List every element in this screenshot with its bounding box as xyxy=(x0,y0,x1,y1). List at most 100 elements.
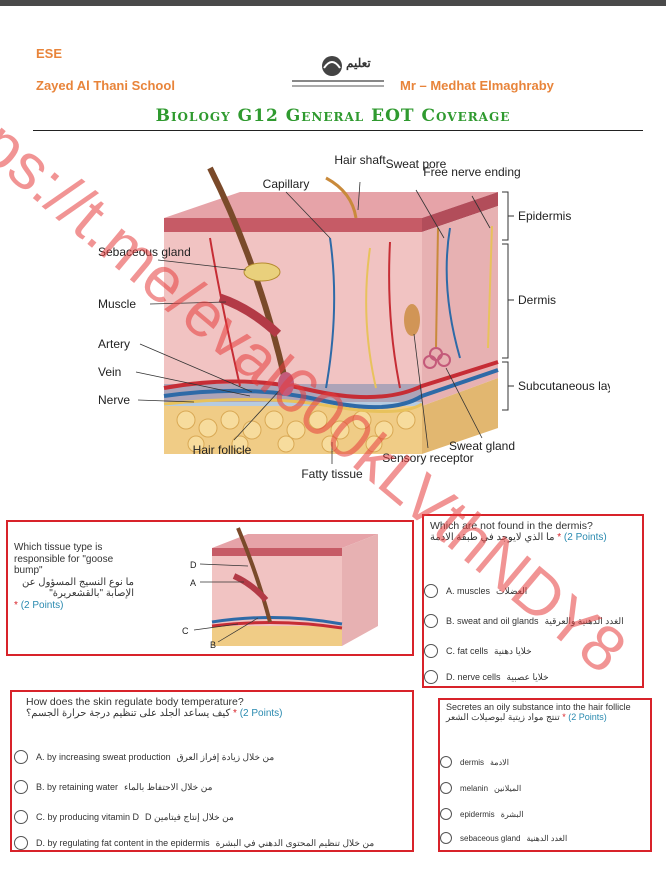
question-points: (2 Points) xyxy=(239,708,283,720)
option-b[interactable]: B. by retaining water من خلال الاحتفاظ ب… xyxy=(14,780,212,794)
diagram-letter-d: D xyxy=(190,560,197,570)
option-label-en: sebaceous gland xyxy=(460,833,521,843)
option-dermis[interactable]: dermis الادمة xyxy=(440,756,509,768)
option-label-ar: الغدد الدهنية xyxy=(526,833,568,843)
question-text-en: Which tissue type is responsible for "go… xyxy=(14,542,114,576)
question-text: Secretes an oily substance into the hair… xyxy=(446,702,646,723)
option-label-ar: من خلال الاحتفاظ بالماء xyxy=(124,781,213,792)
radio-button[interactable] xyxy=(440,782,452,794)
logo-text: تعليم xyxy=(346,56,371,70)
label-fatty-tissue: Fatty tissue xyxy=(301,467,363,481)
question-points: (2 Points) xyxy=(20,599,64,611)
question-text-ar: تنتج مواد زيتية لبوصيلات الشعر xyxy=(446,712,560,723)
required-star: * xyxy=(557,532,562,544)
diagram-letter-c: C xyxy=(182,626,189,636)
option-melanin[interactable]: melanin الميلانين xyxy=(440,782,521,794)
radio-button[interactable] xyxy=(14,836,28,850)
school-short: ESE xyxy=(36,46,63,61)
option-c[interactable]: C. fat cells خلايا دهنية xyxy=(424,644,532,658)
label-hair-shaft: Hair shaft xyxy=(334,153,386,167)
label-sweat-pore: Sweat pore xyxy=(386,157,447,171)
option-a[interactable]: A. by increasing sweat production من خلا… xyxy=(14,750,274,764)
title-divider xyxy=(33,130,643,131)
question-text-ar: ما نوع النسيج المسؤول عن الإصابة "بالقشع… xyxy=(21,576,134,600)
diagram-letter-a: A xyxy=(190,578,196,588)
radio-button[interactable] xyxy=(440,832,452,844)
question-goose-bump: Which tissue type is responsible for "go… xyxy=(6,520,414,656)
required-star: * xyxy=(562,712,566,723)
diagram-letter-b: B xyxy=(210,640,216,650)
label-capillary: Capillary xyxy=(263,177,310,191)
radio-button[interactable] xyxy=(424,670,438,684)
radio-button[interactable] xyxy=(14,780,28,794)
question-text-ar: كيف يساعد الجلد على تنظيم درجة حرارة الج… xyxy=(26,708,231,720)
question-text-en: Secretes an oily substance into the hair… xyxy=(446,702,631,712)
option-label-ar: خلايا عصبية xyxy=(506,671,549,682)
radio-button[interactable] xyxy=(14,810,28,824)
option-label-ar: من خلال إنتاج فيتامين D xyxy=(145,811,234,822)
label-sensory-receptor: Sensory receptor xyxy=(382,451,473,465)
radio-button[interactable] xyxy=(424,584,438,598)
label-vein: Vein xyxy=(98,365,121,379)
question-points: (2 Points) xyxy=(568,712,607,723)
question-sebaceous: Secretes an oily substance into the hair… xyxy=(438,698,652,852)
option-d[interactable]: D. nerve cells خلايا عصبية xyxy=(424,670,549,684)
option-label-en: C. by producing vitamin D xyxy=(36,812,140,822)
label-epidermis: Epidermis xyxy=(518,209,571,223)
option-label-en: D. by regulating fat content in the epid… xyxy=(36,838,210,848)
option-label-ar: من خلال زيادة إفراز العرق xyxy=(176,751,275,762)
label-hair-follicle: Hair follicle xyxy=(193,443,252,457)
school-name: Zayed Al Thani School xyxy=(36,78,175,93)
skin-diagram: Hair shaft Sweat pore Free nerve ending … xyxy=(90,148,624,508)
label-subcutaneous-layer: Subcutaneous layer xyxy=(518,379,610,393)
option-label-ar: العضلات xyxy=(496,585,528,596)
option-a[interactable]: A. muscles العضلات xyxy=(424,584,527,598)
teacher-name: Mr – Medhat Elmaghraby xyxy=(400,78,554,93)
label-dermis: Dermis xyxy=(518,293,556,307)
option-label-en: B. by retaining water xyxy=(36,782,119,792)
option-epidermis[interactable]: epidermis البشرة xyxy=(440,808,524,820)
required-star: * xyxy=(14,599,18,611)
radio-button[interactable] xyxy=(424,644,438,658)
radio-button[interactable] xyxy=(440,756,452,768)
option-sebaceous-gland[interactable]: sebaceous gland الغدد الدهنية xyxy=(440,832,567,844)
question-text-ar: ما الذي لايوجد في طبقة الادمة xyxy=(430,532,555,544)
radio-button[interactable] xyxy=(424,614,438,628)
option-b[interactable]: B. sweat and oil glands الغدد الدهنية وا… xyxy=(424,614,624,628)
option-d[interactable]: D. by regulating fat content in the epid… xyxy=(14,836,374,850)
option-label-en: D. nerve cells xyxy=(446,672,501,682)
label-artery: Artery xyxy=(98,337,130,351)
option-label-ar: خلايا دهنية xyxy=(494,645,532,656)
skin-illustration: Hair shaft Sweat pore Free nerve ending … xyxy=(98,153,624,481)
label-free-nerve-ending: Free nerve ending xyxy=(423,165,520,179)
label-sweat-gland: Sweat gland xyxy=(449,439,515,453)
question-text-en: How does the skin regulate body temperat… xyxy=(26,696,244,708)
mini-skin-diagram: D A C B xyxy=(182,527,378,650)
option-label-en: epidermis xyxy=(460,809,495,819)
option-label-en: C. fat cells xyxy=(446,646,489,656)
label-muscle: Muscle xyxy=(98,297,136,311)
label-nerve: Nerve xyxy=(98,393,130,407)
option-label-en: A. muscles xyxy=(446,586,491,596)
top-bar xyxy=(0,0,666,6)
question-text: Which are not found in the dermis? ما ال… xyxy=(430,520,638,544)
question-dermis: Which are not found in the dermis? ما ال… xyxy=(422,514,644,688)
option-label-en: dermis xyxy=(460,757,485,767)
question-text-en: Which are not found in the dermis? xyxy=(430,520,593,532)
option-label-ar: من خلال تنظيم المحتوى الدهني في البشرة xyxy=(215,837,375,848)
question-text: Which tissue type is responsible for "go… xyxy=(14,542,134,611)
option-c[interactable]: C. by producing vitamin D من خلال إنتاج … xyxy=(14,810,234,824)
option-label-ar: الادمة xyxy=(490,757,509,767)
label-sebaceous-gland: Sebaceous gland xyxy=(98,245,191,259)
question-text: How does the skin regulate body temperat… xyxy=(26,696,406,720)
option-label-ar: الغدد الدهنية والعرقية xyxy=(544,615,624,626)
radio-button[interactable] xyxy=(440,808,452,820)
option-label-ar: البشرة xyxy=(500,809,524,819)
required-star: * xyxy=(233,708,237,720)
radio-button[interactable] xyxy=(14,750,28,764)
question-points: (2 Points) xyxy=(563,532,607,544)
question-body-temperature: How does the skin regulate body temperat… xyxy=(10,690,414,852)
option-label-en: B. sweat and oil glands xyxy=(446,616,539,626)
ministry-logo: تعليم xyxy=(288,52,388,96)
page-title: Biology G12 General EOT Coverage xyxy=(155,106,511,126)
